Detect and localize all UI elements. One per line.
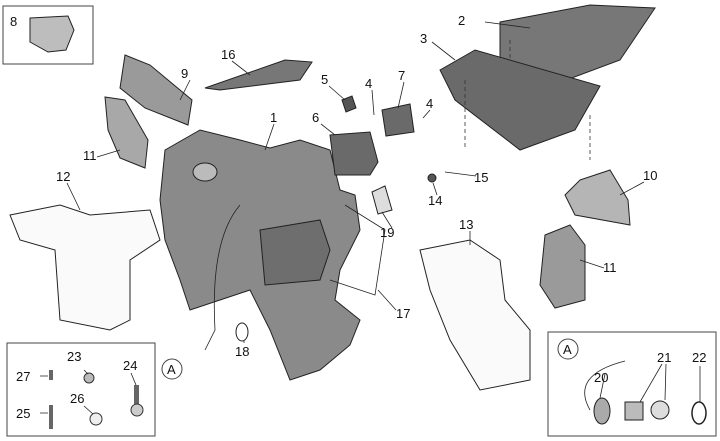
part-21-cap-a	[624, 401, 644, 421]
label-part-17: 17	[396, 306, 410, 321]
label-part-21: 21	[657, 350, 671, 365]
label-part-4-right: 4	[426, 96, 433, 111]
part-22-oring	[691, 401, 707, 425]
detail-a-inset-callout	[557, 338, 579, 360]
label-part-15: 15	[474, 170, 488, 185]
label-part-4-left: 4	[365, 76, 372, 91]
label-part-18: 18	[235, 344, 249, 359]
label-part-8: 8	[10, 14, 17, 29]
inset-box-detail-a	[547, 331, 717, 437]
part-11-left-panel	[104, 96, 149, 169]
label-part-27: 27	[16, 369, 30, 384]
part-13-panel	[419, 239, 531, 391]
leader-lines	[40, 21, 701, 415]
part-20-socket	[593, 397, 611, 425]
label-part-13: 13	[459, 217, 473, 232]
part-12-bracket	[9, 204, 161, 331]
part-9-grille	[119, 54, 193, 126]
inset-box-part-8	[2, 5, 94, 65]
label-part-1: 1	[270, 110, 277, 125]
part-21-cap-b	[650, 400, 670, 420]
label-part-25: 25	[16, 406, 30, 421]
label-part-2: 2	[458, 13, 465, 28]
detail-a-inset-label: A	[563, 342, 572, 357]
label-part-10: 10	[643, 168, 657, 183]
label-part-11-left: 11	[83, 148, 97, 163]
part-5-clip	[341, 95, 357, 113]
part-20-cable	[204, 204, 241, 351]
part-25-screw	[49, 405, 53, 429]
part-6-box	[329, 131, 379, 176]
detail-a-callout	[161, 358, 183, 380]
part-20-cable-inset	[584, 360, 626, 411]
label-part-3: 3	[420, 31, 427, 46]
part-10-grille	[564, 169, 631, 226]
label-part-24: 24	[123, 358, 137, 373]
part-27-screw	[49, 370, 53, 380]
part-26-washer	[89, 412, 103, 426]
label-part-20: 20	[594, 370, 608, 385]
part-8-bracket	[29, 15, 75, 53]
part-14-nut	[427, 173, 437, 183]
inset-box-fasteners	[6, 342, 156, 437]
label-part-5: 5	[321, 72, 328, 87]
part-24-bolt-head	[130, 403, 144, 417]
label-part-7: 7	[398, 68, 405, 83]
part-18-ring	[235, 322, 249, 342]
part-24-bolt	[134, 385, 139, 407]
label-part-16: 16	[221, 47, 235, 62]
part-23-nut	[83, 372, 95, 384]
part-1-socket	[192, 162, 218, 182]
part-11-right-panel	[539, 224, 586, 309]
part-16-cover	[204, 59, 313, 91]
part-3-tray	[439, 49, 601, 151]
label-part-6: 6	[312, 110, 319, 125]
part-19-clip	[371, 185, 393, 215]
label-part-12: 12	[56, 169, 70, 184]
label-part-22: 22	[692, 350, 706, 365]
part-17-wire	[329, 204, 386, 296]
part-1-glovebox	[259, 219, 331, 286]
label-part-19: 19	[380, 225, 394, 240]
label-part-9: 9	[181, 66, 188, 81]
label-part-11-right: 11	[603, 260, 617, 275]
assembly-dash-lines	[464, 40, 591, 160]
label-part-23: 23	[67, 349, 81, 364]
label-part-26: 26	[70, 391, 84, 406]
part-1-main-body	[159, 129, 361, 381]
detail-a-ref-label: A	[167, 362, 176, 377]
label-part-14: 14	[428, 193, 442, 208]
part-7-plate	[381, 103, 415, 137]
